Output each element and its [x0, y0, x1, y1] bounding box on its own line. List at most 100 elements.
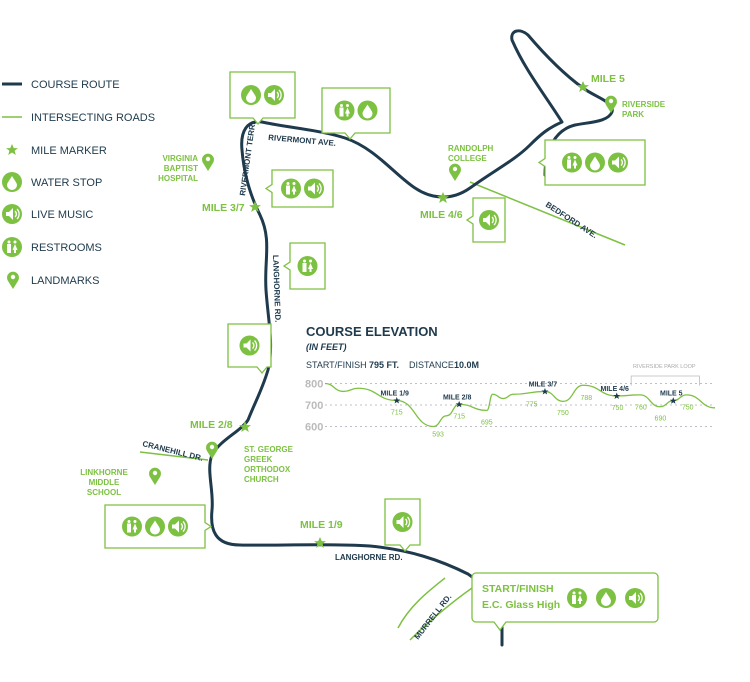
elevation-value-label: 750 [557, 410, 569, 417]
murrell-rd-road [409, 587, 473, 641]
legend: COURSE ROUTE INTERSECTING ROADS MILE MAR… [1, 79, 155, 289]
elevation-mile-label: MILE 1/9 [381, 390, 410, 397]
amenity-callout [264, 169, 334, 208]
college-pin-icon [449, 163, 461, 181]
amenity-callouts [104, 71, 646, 553]
speaker-icon [624, 587, 646, 609]
distance-label: DISTANCE [409, 360, 454, 370]
distance-value: 10.0M [454, 360, 479, 370]
callout-box [229, 71, 296, 126]
restroom-icon [334, 100, 355, 121]
mile-4-6-label: MILE 4/6 [420, 209, 463, 221]
amenity-callout [227, 323, 272, 375]
bedford-ave-label: BEDFORD AVE. [544, 200, 599, 240]
restroom-icon [281, 178, 301, 199]
restroom-icon [122, 516, 142, 537]
elevation-value-label: 715 [391, 409, 403, 416]
college-label-1: RANDOLPH [448, 144, 494, 153]
park-label-2: PARK [622, 110, 644, 119]
mile-1-9-star-icon [314, 537, 326, 548]
mile-5-label: MILE 5 [591, 73, 625, 85]
landmarks: VIRGINIA BAPTIST HOSPITAL RANDOLPH COLLE… [80, 95, 666, 497]
callout-box [321, 87, 391, 141]
elevation-value-label: 593 [432, 432, 444, 439]
legend-course-route: COURSE ROUTE [31, 79, 120, 91]
cranehill-dr-label: CRANEHILL DR. [142, 439, 204, 463]
park-label-1: RIVERSIDE [622, 100, 666, 109]
legend-live-music: LIVE MUSIC [31, 209, 93, 221]
restroom-icon [562, 152, 582, 173]
church-label-4: CHURCH [244, 475, 279, 484]
elevation-title: COURSE ELEVATION [306, 324, 438, 339]
restroom-icon [2, 237, 22, 257]
elevation-chart: COURSE ELEVATION (IN FEET) START/FINISH … [305, 324, 716, 439]
hospital-label-3: HOSPITAL [158, 174, 198, 183]
speaker-icon [263, 84, 285, 106]
water-drop-icon [145, 516, 165, 537]
speaker-icon [478, 209, 500, 231]
star-icon [6, 144, 18, 155]
elevation-mile-star [455, 400, 463, 408]
start-finish-title: START/FINISH [482, 583, 554, 595]
church-label-2: GREEK [244, 455, 273, 464]
school-label-1: LINKHORNE [80, 468, 128, 477]
amenity-callout [321, 87, 391, 141]
water-drop-icon [357, 100, 378, 121]
elevation-value-label: 760 [635, 404, 647, 411]
park-pin-icon [605, 95, 617, 113]
school-pin-icon [149, 467, 161, 485]
elevation-value-label: 750 [612, 405, 624, 412]
college-label-2: COLLEGE [448, 154, 487, 163]
elevation-value-label: 690 [655, 416, 667, 423]
legend-intersecting-roads: INTERSECTING ROADS [31, 112, 155, 124]
mile-2-8-star-icon [239, 421, 251, 432]
mile-2-8-label: MILE 2/8 [190, 419, 233, 431]
elevation-mile-label: MILE 5 [660, 391, 683, 398]
elevation-value-label: 695 [481, 419, 493, 426]
church-label-1: ST. GEORGE [244, 445, 294, 454]
hospital-label-1: VIRGINIA [162, 154, 198, 163]
amenity-callout [104, 504, 213, 549]
school-label-3: SCHOOL [87, 488, 121, 497]
water-drop-icon [241, 85, 261, 105]
langhorne-rd-upper-label: LANGHORNE RD. [271, 255, 282, 323]
speaker-icon [607, 151, 629, 174]
speaker-icon [1, 203, 23, 225]
legend-water-stop: WATER STOP [31, 177, 102, 189]
mile-markers: MILE 5 MILE 4/6 MILE 3/7 MILE 2/8 MILE 1… [190, 73, 625, 548]
elevation-mile-star [393, 396, 401, 404]
start-finish-elev-value: 795 FT. [369, 360, 399, 370]
murrell-rd-road-2 [397, 577, 446, 629]
start-finish-location: E.C. Glass High [482, 599, 560, 611]
elevation-mile-label: MILE 2/8 [443, 394, 472, 401]
riverside-loop-bracket [630, 375, 700, 386]
amenity-callout [229, 71, 296, 126]
water-drop-icon [2, 172, 22, 192]
cranehill-dr-road [139, 451, 209, 461]
elevation-mile-star [669, 397, 677, 404]
restroom-icon [297, 256, 318, 276]
legend-restrooms: RESTROOMS [31, 242, 102, 254]
y-tick-label: 800 [305, 379, 323, 391]
elevation-mile-star [541, 387, 549, 395]
mile-3-7-label: MILE 3/7 [202, 202, 245, 214]
water-drop-icon [596, 588, 616, 608]
y-tick-label: 700 [305, 400, 323, 412]
rivermont-ave-label: RIVERMONT AVE. [268, 133, 337, 148]
elevation-value-label: 750 [682, 404, 694, 411]
legend-landmarks: LANDMARKS [31, 275, 99, 287]
elevation-line [324, 382, 716, 428]
elevation-value-label: 775 [526, 402, 538, 409]
riverside-loop-label: RIVERSIDE PARK LOOP [633, 364, 696, 370]
start-finish-elev-label: START/FINISH [306, 360, 367, 370]
intersecting-roads [139, 181, 626, 641]
speaker-icon [167, 515, 189, 538]
amenity-callout [465, 197, 506, 243]
elevation-subtitle: (IN FEET) [306, 342, 347, 352]
water-drop-icon [585, 152, 605, 173]
church-label-3: ORTHODOX [244, 465, 291, 474]
amenity-callout [384, 498, 421, 553]
start-finish-callout: START/FINISH E.C. Glass High [471, 572, 659, 632]
speaker-icon [391, 511, 414, 533]
amenity-callout [537, 139, 646, 186]
